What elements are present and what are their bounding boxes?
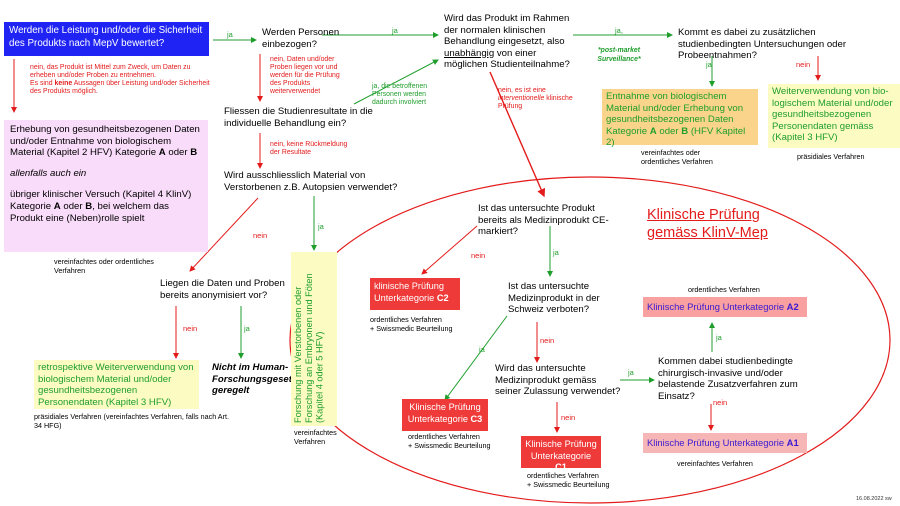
- klinv-ellipse: [289, 176, 891, 504]
- klinv-title-line1: Klinische Prüfung: [647, 207, 760, 223]
- question-personen: Werden Personen einbezogen?: [262, 27, 340, 50]
- label-nein: nein: [561, 413, 576, 422]
- note-nein-aussagen: Es sind keine Aussagen über Leistung und…: [30, 80, 210, 95]
- note-nein-rueckmeldung: nein, keine Rückmeldung der Resultate: [270, 141, 348, 156]
- arrow-verboten-c3: [444, 315, 508, 401]
- proc-praesidial: präsidiales Verfahren: [797, 152, 865, 161]
- label-nein: nein: [471, 251, 486, 260]
- label-ja: ja: [553, 248, 559, 257]
- label-nein-interventionelle-prefix: nein, es ist eine: [498, 87, 546, 94]
- uebriger-text: übriger klinischer Versuch (Kapitel 4 Kl…: [10, 189, 192, 224]
- box-verstorbene: Forschung mit Verstorbenen oder Forschun…: [291, 252, 337, 426]
- question-rahmen: Wird das Produkt im Rahmen der normalen …: [444, 13, 570, 70]
- note-nein-daten: nein, Daten und/oder Proben liegen vor u…: [270, 56, 340, 95]
- label-ja: ja: [479, 345, 485, 354]
- retro-text: retrospektive Weiterverwendung von biolo…: [38, 362, 194, 408]
- label-ja: ja: [392, 26, 398, 35]
- box-a1: Klinische Prüfung Unterkategorie A1: [643, 433, 807, 453]
- box-c1: Klinische Prüfung Unterkategorie C1: [521, 436, 601, 472]
- weiterverwendung-text: Weiterverwendung von bio-logischem Mater…: [772, 86, 893, 144]
- proc-swissmedic-c1: + Swissmedic Beurteilung: [527, 480, 610, 489]
- proc-vereinfacht-ordentlich: vereinfachtes oder ordentliches Verfahre…: [54, 257, 154, 275]
- label-nein-interventionelle-suffix: klinische Prüfung: [498, 95, 573, 110]
- proc-swissmedic-c2: + Swissmedic Beurteilung: [370, 324, 453, 333]
- proc-ordentlich-c2: ordentliches Verfahren: [370, 315, 442, 324]
- question-anonymisiert: Liegen die Daten und Proben bereits anon…: [160, 278, 285, 301]
- note-nein-mittel: nein, das Produkt ist Mittel zum Zweck, …: [30, 64, 210, 96]
- label-nein: nein: [540, 336, 555, 345]
- klinv-title-line2: gemäss KlinV-Mep: [647, 225, 768, 241]
- proc-vereinfacht-a1: vereinfachtes Verfahren: [677, 459, 753, 468]
- label-ja: ja: [244, 324, 250, 333]
- proc-vereinfacht: vereinfachtes Verfahren: [294, 428, 337, 446]
- klinv-title: Klinische Prüfung gemäss KlinV-Mep: [647, 206, 768, 242]
- question-invasiv: Kommen dabei studienbedingte chirurgisch…: [658, 356, 798, 402]
- box-c2: klinische Prüfung Unterkategorie C2: [370, 278, 460, 310]
- verstorbene-box-text: Forschung mit Verstorbenen oder Forschun…: [293, 273, 325, 423]
- proc-ordentlich-c1: ordentliches Verfahren: [527, 471, 599, 480]
- label-ja: ja,: [615, 26, 623, 35]
- label-ja: ja: [706, 60, 712, 69]
- arrow-rahmen-ce: [489, 71, 546, 198]
- nicht-hfg-text: Nicht im Human-Forschungsgesetz geregelt: [212, 362, 297, 397]
- footer-date: 16.08.2022 sw: [856, 496, 892, 502]
- box-retro: retrospektive Weiterverwendung von biolo…: [34, 360, 199, 409]
- label-nein: nein: [183, 324, 198, 333]
- label-post-market: *post-market Surveillance*: [597, 47, 641, 63]
- proc-vereinfacht-ordentlich-2: vereinfachtes oder ordentliches Verfahre…: [641, 148, 713, 166]
- erhebung-text: Erhebung von gesundheitsbezogenen Daten …: [10, 124, 200, 159]
- proc-ordentlich-c3: ordentliches Verfahren: [408, 432, 480, 441]
- box-a2: Klinische Prüfung Unterkategorie A2: [643, 297, 807, 317]
- start-box: Werden die Leistung und/oder die Sicherh…: [4, 22, 209, 56]
- label-ja: ja: [628, 368, 634, 377]
- question-ce: Ist das untersuchte Produkt bereits als …: [478, 203, 609, 237]
- label-ja: ja: [227, 30, 233, 39]
- start-question: Werden die Leistung und/oder die Sicherh…: [9, 25, 203, 49]
- label-nein: nein: [253, 231, 268, 240]
- label-ja: ja: [716, 333, 722, 342]
- question-studienresultate: Fliessen die Studienresultate in die ind…: [224, 106, 373, 129]
- proc-praesidial-retro: präsidiales Verfahren (vereinfachtes Ver…: [34, 412, 229, 430]
- label-ja: ja: [318, 222, 324, 231]
- proc-ordentlich-a2: ordentliches Verfahren: [688, 285, 760, 294]
- label-ja-persons: ja, die betroffenen Personen werden dadu…: [372, 83, 428, 106]
- label-nein: nein: [713, 398, 728, 407]
- box-c3: Klinische Prüfung Unterkategorie C3: [402, 399, 488, 431]
- arrow-studien-rahmen: [353, 59, 439, 105]
- arrow-verst-anon: [189, 197, 259, 272]
- allenfalls-text: allenfalls auch ein: [10, 167, 87, 179]
- question-verboten: Ist das untersuchte Medizinprodukt in de…: [508, 281, 600, 315]
- label-nein-interventionelle: nein, es ist eine interventionelle klini…: [498, 87, 578, 111]
- question-zusaetzlich: Kommt es dabei zu zusätzlichen studienbe…: [678, 27, 847, 61]
- label-nein-interventionelle-em: interventionelle: [498, 95, 545, 102]
- box-weiterverwendung: Weiterverwendung von bio-logischem Mater…: [768, 84, 900, 148]
- question-verstorbene: Wird ausschliesslich Material von Versto…: [224, 170, 398, 193]
- note-nein-mittel-line: nein, das Produkt ist Mittel zum Zweck, …: [30, 64, 191, 79]
- question-zulassung: Wird das untersuchte Medizinprodukt gemä…: [495, 363, 621, 397]
- proc-swissmedic-c3: + Swissmedic Beurteilung: [408, 441, 491, 450]
- box-entnahme: Entnahme von biologischem Material und/o…: [602, 89, 758, 148]
- label-nein: nein: [796, 60, 811, 69]
- arrow-ce-c2: [421, 225, 478, 275]
- box-erhebung: Erhebung von gesundheitsbezogenen Daten …: [4, 120, 208, 252]
